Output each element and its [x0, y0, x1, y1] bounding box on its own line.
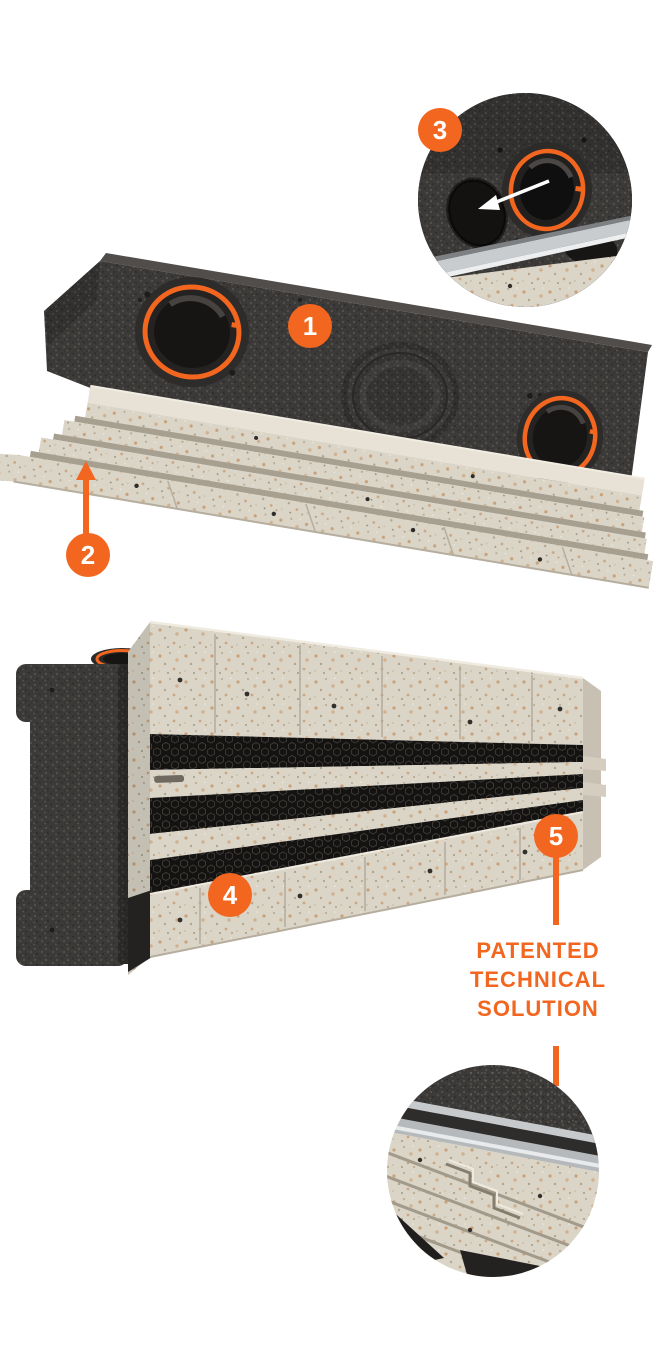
caption-line: SOLUTION [477, 996, 599, 1021]
callout-badge-1: 1 [288, 304, 332, 348]
panel-side-edge [128, 622, 150, 975]
duct-hole [446, 177, 508, 249]
callout-number: 2 [80, 540, 96, 570]
patented-caption: PATENTED TECHNICAL SOLUTION [452, 936, 624, 1023]
callout-badge-2: 2 [66, 533, 110, 577]
panel-holes [177, 677, 563, 923]
ceiling-rail [418, 208, 632, 286]
duct-collar [501, 142, 593, 238]
callout-5-line-upper [553, 857, 559, 925]
callout-number: 5 [548, 821, 564, 851]
top-stone-panel [150, 622, 583, 745]
mesh-strip [150, 734, 583, 770]
detail-inset-panel-joint [387, 1065, 599, 1277]
epp-housing-side [16, 664, 130, 966]
arrow-up-icon [76, 461, 96, 535]
panel-seams [199, 634, 533, 944]
callout-number: 1 [302, 311, 318, 341]
stone-strip [150, 762, 583, 798]
arrow-down-left-icon [478, 179, 550, 210]
callout-number: 4 [222, 880, 238, 910]
main-unit-front-view [16, 620, 606, 975]
stone-strip [150, 788, 583, 860]
mesh-strip [150, 800, 583, 894]
callout-badge-3: 3 [418, 108, 462, 152]
ceiling-rail [387, 1096, 599, 1174]
caption-line: PATENTED [476, 938, 600, 963]
bottom-stone-panel [150, 812, 583, 957]
callout-badge-4: 4 [208, 873, 252, 917]
shadow-recess [128, 890, 152, 972]
panel-right-face [583, 678, 601, 870]
interlocking-panels [387, 1130, 599, 1277]
callout-badge-5: 5 [534, 814, 578, 858]
main-unit-isometric-view [0, 253, 654, 589]
callout-5-line-lower [553, 1046, 559, 1086]
caption-line: TECHNICAL [469, 967, 607, 992]
mesh-strip [150, 774, 583, 834]
duct-collar [135, 276, 249, 388]
callout-number: 3 [432, 115, 448, 145]
layered-panel-stack [0, 384, 654, 589]
